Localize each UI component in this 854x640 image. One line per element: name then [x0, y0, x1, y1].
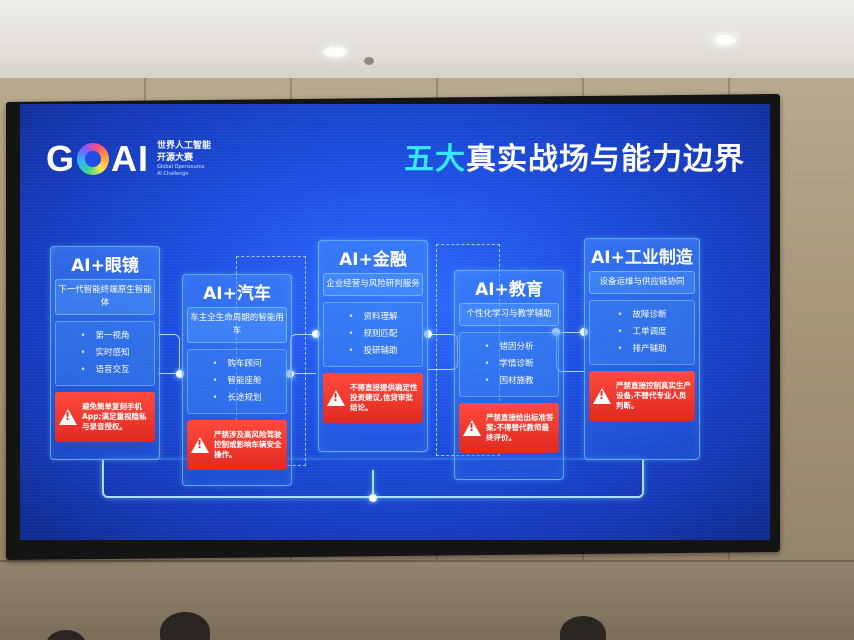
card-item-list: 资料理解 规则匹配 投研辅助 — [323, 302, 423, 367]
title-accent: 五大 — [404, 142, 466, 177]
bottom-connector-node — [369, 494, 377, 502]
ceiling-light — [712, 34, 738, 46]
ceiling-light — [322, 46, 348, 58]
warning-box: 不得直接提供确定性投资建议,信贷审批结论。 — [323, 373, 423, 423]
warning-icon — [593, 388, 611, 404]
card-item-list: 第一视角 实时感知 语音交互 — [55, 321, 155, 386]
list-item: 学情诊断 — [462, 356, 556, 373]
card-title: AI+工业制造 — [591, 248, 693, 268]
card-subtitle: 个性化学习与教学辅助 — [459, 303, 559, 326]
warning-box: 严禁涉及高风险驾驶控制或影响车辆安全操作。 — [187, 420, 287, 470]
warning-box: 严禁直接给出标准答案;不得替代教师最终评价。 — [459, 403, 559, 453]
card-subtitle: 车主全生命周期的智能用车 — [187, 307, 287, 343]
wall-divider — [0, 560, 854, 562]
card-subtitle: 设备运维与供应链协同 — [589, 271, 695, 294]
list-item: 错因分析 — [462, 339, 556, 356]
colorful-ring-icon — [77, 143, 110, 175]
card-title: AI+眼镜 — [71, 256, 139, 276]
logo-letters-ai: AI — [111, 138, 150, 179]
ceiling — [0, 0, 854, 78]
warning-box: 严禁直接控制真实生产设备,不替代专业人员判断。 — [589, 371, 695, 421]
audience-head — [160, 612, 210, 640]
list-item: 因材施教 — [462, 373, 556, 390]
logo-en-line2: AI Challenge — [157, 171, 189, 177]
list-item: 故障诊断 — [592, 307, 692, 324]
warning-icon — [327, 390, 345, 406]
card-ai-education: AI+教育 个性化学习与教学辅助 错因分析 学情诊断 因材施教 严禁直接给出标准… — [454, 270, 564, 480]
warning-text: 避免简单复刻手机App;满足重视隐私与录音授权。 — [82, 402, 147, 431]
card-subtitle: 企业经营与风险研判服务 — [323, 273, 423, 296]
presentation-slide: G AI 世界人工智能 开源大赛 Global Opensource AI Ch… — [20, 104, 770, 540]
list-item: 规则匹配 — [326, 326, 420, 343]
list-item: 资料理解 — [326, 309, 420, 326]
warning-icon — [191, 437, 209, 453]
list-item: 排产辅助 — [592, 341, 692, 358]
connector-line — [158, 334, 180, 374]
warning-text: 严禁涉及高风险驾驶控制或影响车辆安全操作。 — [214, 430, 282, 459]
audience-head — [46, 630, 86, 640]
list-item: 第一视角 — [58, 328, 152, 345]
warning-icon — [463, 420, 481, 436]
logo-caption: 世界人工智能 开源大赛 Global Opensource AI Challen… — [157, 140, 211, 178]
card-ai-finance: AI+金融 企业经营与风险研判服务 资料理解 规则匹配 投研辅助 不得直接提供确… — [318, 240, 428, 452]
card-ai-glasses: AI+眼镜 下一代智能终端原生智能体 第一视角 实时感知 语音交互 避免简单复刻… — [50, 246, 160, 460]
logo-en-line1: Global Opensource — [157, 164, 205, 170]
list-item: 投研辅助 — [326, 343, 420, 360]
goai-logo: G AI 世界人工智能 开源大赛 Global Opensource AI Ch… — [46, 140, 211, 178]
list-item: 语音交互 — [58, 362, 152, 379]
title-rest: 真实战场与能力边界 — [466, 142, 745, 177]
card-item-list: 故障诊断 工单调度 排产辅助 — [589, 300, 695, 365]
card-title: AI+金融 — [339, 250, 407, 270]
logo-letter-g: G — [46, 138, 76, 179]
bottom-connector-stem — [372, 470, 374, 498]
warning-text: 严禁直接给出标准答案;不得替代教师最终评价。 — [486, 413, 554, 442]
audience-head — [560, 616, 606, 640]
card-item-list: 购车顾问 智能座舱 长途规划 — [187, 349, 287, 414]
ceiling-fixture — [364, 57, 374, 65]
connector-node — [176, 370, 184, 378]
wall-lower-panel — [0, 560, 854, 640]
card-title: AI+汽车 — [203, 284, 271, 304]
connector-node — [424, 330, 432, 338]
card-ai-industrial: AI+工业制造 设备运维与供应链协同 故障诊断 工单调度 排产辅助 严禁直接控制… — [584, 238, 700, 460]
logo-name-line1: 世界人工智能 — [157, 141, 212, 151]
card-title: AI+教育 — [475, 280, 543, 300]
logo-name-line2: 开源大赛 — [157, 153, 194, 163]
slide-title: 五大真实战场与能力边界 — [404, 134, 745, 178]
warning-text: 严禁直接控制真实生产设备,不替代专业人员判断。 — [616, 381, 691, 410]
list-item: 长途规划 — [190, 390, 284, 407]
list-item: 购车顾问 — [190, 356, 284, 373]
warning-box: 避免简单复刻手机App;满足重视隐私与录音授权。 — [55, 392, 155, 442]
card-item-list: 错因分析 学情诊断 因材施教 — [459, 332, 559, 397]
warning-text: 不得直接提供确定性投资建议,信贷审批结论。 — [350, 383, 418, 412]
list-item: 智能座舱 — [190, 373, 284, 390]
list-item: 实时感知 — [58, 345, 152, 362]
list-item: 工单调度 — [592, 324, 692, 341]
warning-icon — [59, 409, 77, 425]
card-subtitle: 下一代智能终端原生智能体 — [55, 279, 155, 315]
connector-line — [290, 334, 316, 374]
connector-node — [312, 330, 320, 338]
card-ai-car: AI+汽车 车主全生命周期的智能用车 购车顾问 智能座舱 长途规划 严禁涉及高风… — [182, 274, 292, 486]
